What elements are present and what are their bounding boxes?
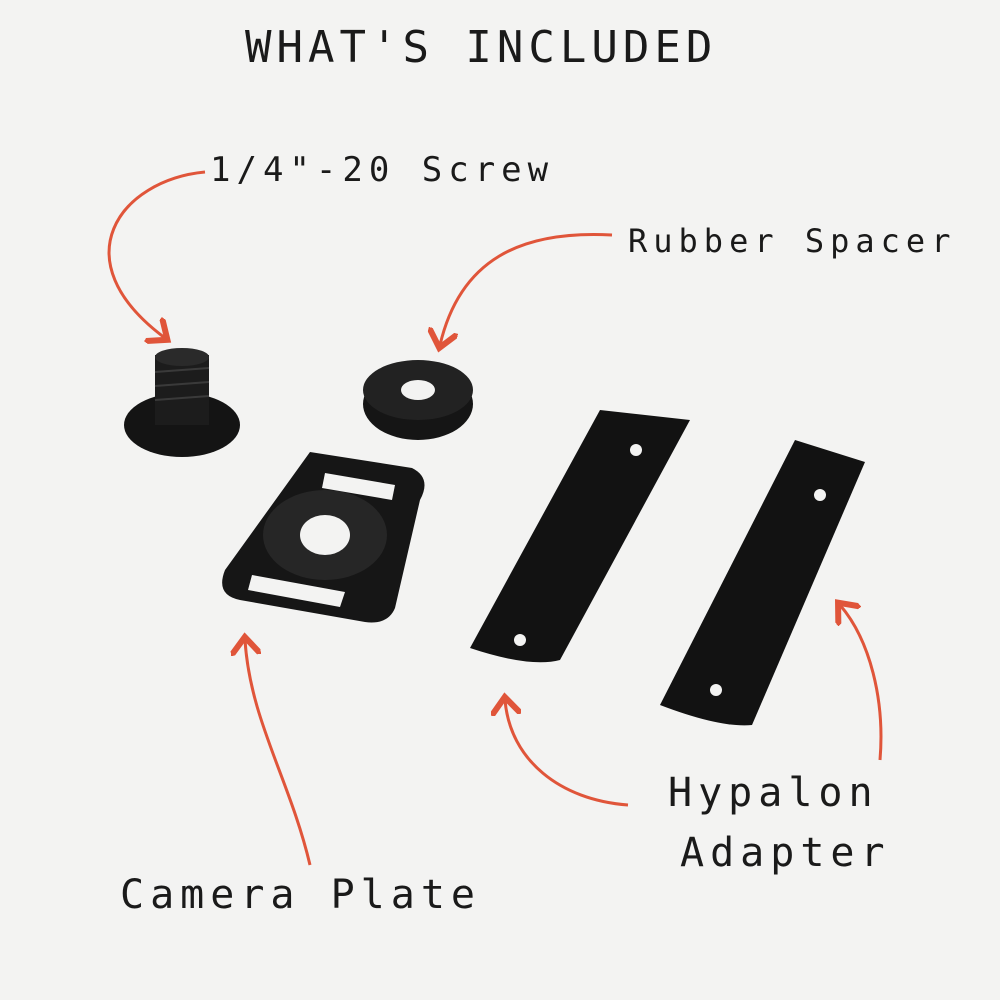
hypalon-adapter-left bbox=[470, 410, 690, 663]
rubber-spacer-label: Rubber Spacer bbox=[628, 222, 957, 260]
arrow-spacer bbox=[440, 232, 613, 345]
screw-label: 1/4"-20 Screw bbox=[210, 150, 555, 190]
rubber-spacer-part bbox=[363, 360, 473, 440]
hypalon-label-line1: Hypalon bbox=[668, 770, 879, 816]
arrow-camera-plate bbox=[245, 640, 312, 866]
hypalon-adapter-right bbox=[660, 440, 865, 726]
camera-plate-label: Camera Plate bbox=[120, 872, 481, 918]
page-title: WHAT'S INCLUDED bbox=[245, 22, 718, 73]
arrow-hypalon-right bbox=[840, 605, 883, 761]
camera-plate-part bbox=[222, 452, 425, 623]
hypalon-label-line2: Adapter bbox=[680, 830, 891, 876]
arrow-screw bbox=[107, 170, 206, 338]
arrow-hypalon-left bbox=[505, 700, 629, 807]
screw-part bbox=[124, 348, 240, 457]
